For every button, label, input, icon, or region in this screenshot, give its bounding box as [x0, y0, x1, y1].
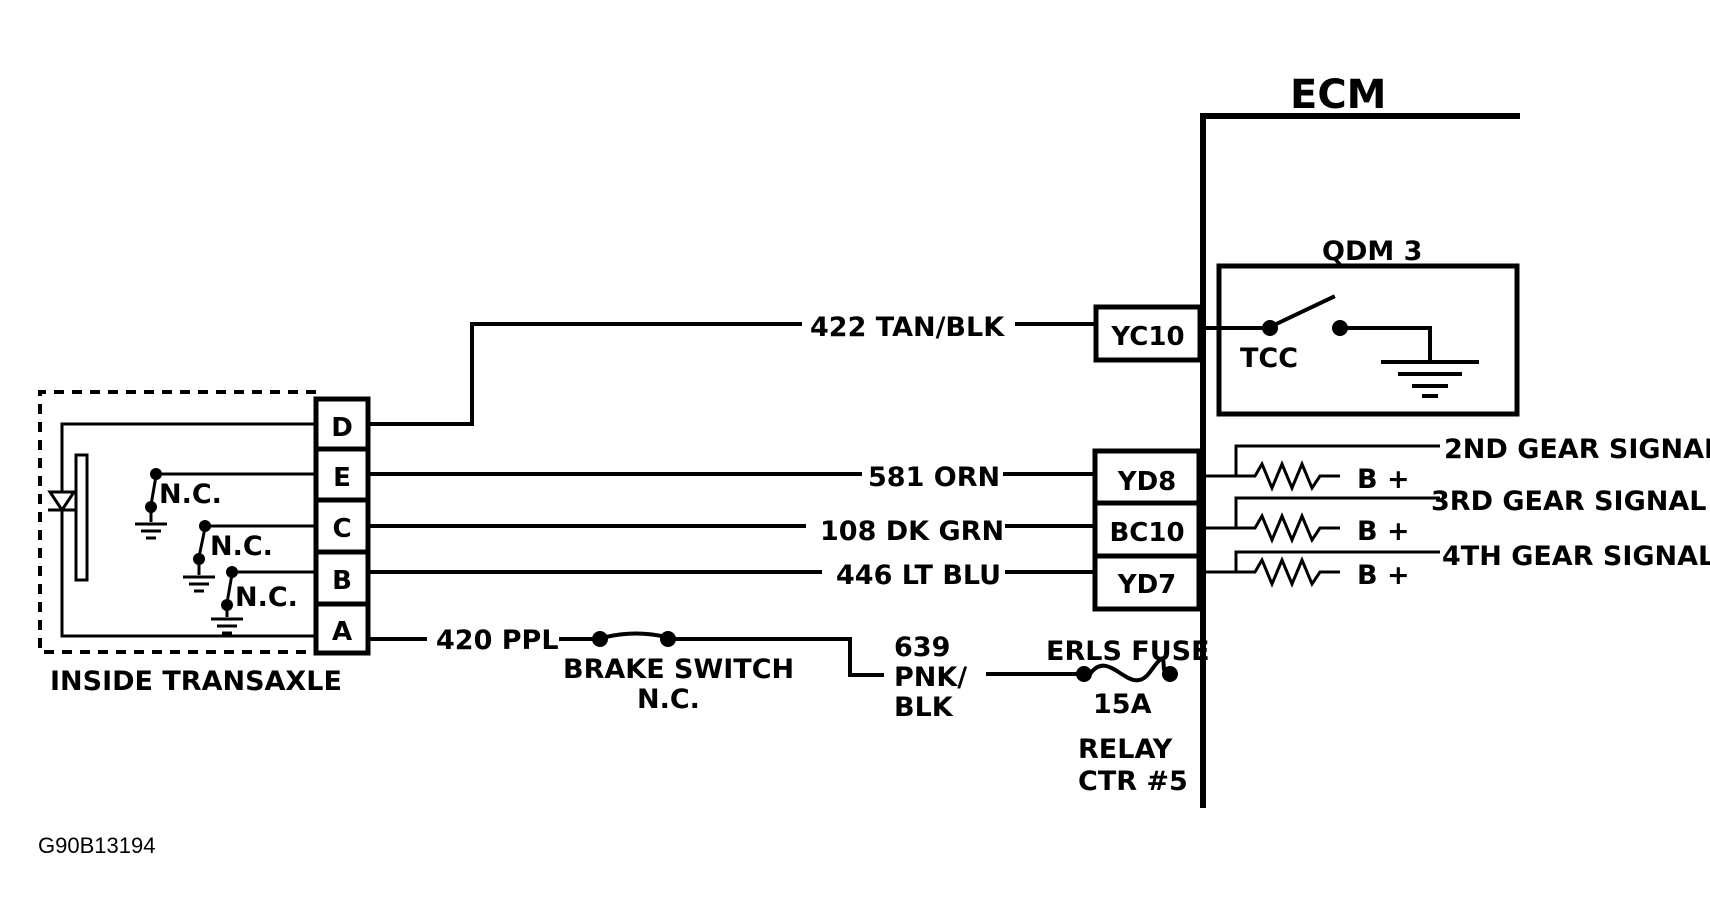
signal-3rd-label: 3RD GEAR SIGNAL — [1431, 486, 1706, 517]
transaxle-boundary — [38, 390, 316, 654]
fuse-name-label: ERLS FUSE — [1046, 636, 1210, 667]
bplus-1-label: B + — [1357, 464, 1410, 495]
ecm-module: ECM — [1200, 72, 1520, 808]
brake-switch-nc-label: N.C. — [637, 684, 700, 715]
gear-signal-4th: 4TH GEAR SIGNAL B + — [1200, 541, 1710, 591]
relay-label-1: RELAY — [1078, 734, 1173, 765]
terminal-yc10-label: YC10 — [1110, 322, 1184, 352]
brake-switch-contact-left — [592, 631, 608, 647]
inside-transaxle: N.C. N.C. N.C. INSIDE TRANSAXLE — [38, 390, 342, 697]
brake-switch-contact-right — [660, 631, 676, 647]
wire-422-label: 422 TAN/BLK — [810, 312, 1005, 343]
qdm-driver: QDM 3 TCC — [1201, 236, 1520, 417]
signal-2nd-label: 2ND GEAR SIGNAL — [1444, 434, 1710, 465]
gear-signal-2nd: 2ND GEAR SIGNAL B + — [1200, 434, 1710, 495]
fuse-element — [1087, 656, 1169, 683]
switch-c-nc-label: N.C. — [210, 531, 273, 562]
gear-signal-3rd: 3RD GEAR SIGNAL B + — [1200, 486, 1706, 547]
terminal-bc10-label: BC10 — [1109, 518, 1184, 548]
wire-420-circuit: 420 PPL BRAKE SWITCH N.C. 639 PNK/ BLK E… — [368, 625, 1210, 797]
transaxle-connector: D E C B A — [313, 396, 371, 656]
tcc-ground-wire — [1346, 326, 1432, 362]
diode-symbol — [47, 490, 77, 513]
tcc-label: TCC — [1240, 343, 1298, 374]
wire-108-label: 108 DK GRN — [820, 516, 1004, 547]
tcc-contact-right — [1332, 320, 1348, 336]
wire-581-label: 581 ORN — [868, 462, 1000, 493]
bplus-3-label: B + — [1357, 560, 1410, 591]
figure-code: G90B13194 — [38, 833, 155, 858]
wire-422: 422 TAN/BLK — [368, 312, 1098, 426]
ecm-title: ECM — [1290, 72, 1386, 118]
relay-label-2: CTR #5 — [1078, 766, 1188, 797]
switch-b-nc-label: N.C. — [235, 582, 298, 613]
switch-e-nc-label: N.C. — [159, 479, 222, 510]
fuse-rating-label: 15A — [1093, 689, 1152, 720]
brake-switch-blade — [603, 631, 669, 640]
wire-581: 581 ORN — [368, 462, 1097, 493]
wire-446-label: 446 LT BLU — [836, 560, 1001, 591]
fuse-terminal-right — [1162, 666, 1178, 682]
wire-108: 108 DK GRN — [368, 516, 1097, 547]
wire-446: 446 LT BLU — [368, 560, 1097, 591]
signal-4th-label: 4TH GEAR SIGNAL — [1442, 541, 1710, 572]
solenoid-body — [74, 453, 89, 582]
bplus-2-label: B + — [1357, 516, 1410, 547]
fuse-terminal-left — [1076, 666, 1092, 682]
terminal-yd8-label: YD8 — [1117, 467, 1177, 497]
qdm-box — [1216, 263, 1520, 417]
brake-switch-label: BRAKE SWITCH — [563, 654, 794, 685]
qdm-label: QDM 3 — [1322, 236, 1422, 267]
wire-639-color-1: PNK/ — [894, 662, 967, 693]
wire-420-label: 420 PPL — [436, 625, 559, 656]
tcc-switch-blade — [1269, 294, 1336, 329]
pin-e: E — [333, 463, 351, 493]
wire-639-label: 639 — [894, 632, 950, 663]
ecm-terminal-yc10: YC10 — [1093, 304, 1203, 363]
pin-c: C — [332, 514, 351, 544]
pin-d: D — [331, 413, 353, 443]
ecm-terminal-group: YD8 BC10 YD7 — [1092, 448, 1202, 612]
wire-639-color-2: BLK — [894, 692, 954, 723]
terminal-yd7-label: YD7 — [1117, 570, 1177, 600]
pin-b: B — [332, 566, 352, 596]
pin-a: A — [332, 617, 352, 647]
inside-transaxle-label: INSIDE TRANSAXLE — [50, 666, 342, 697]
